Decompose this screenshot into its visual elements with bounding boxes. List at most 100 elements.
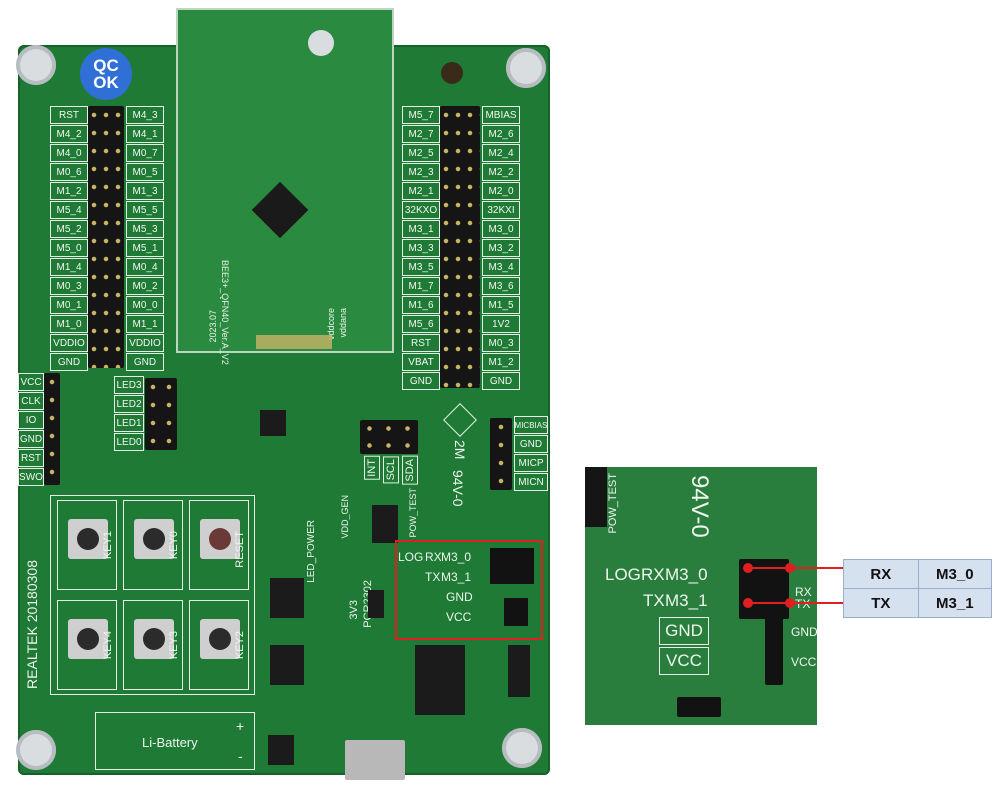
right-pin-label: M3_2 <box>482 239 520 257</box>
log-label: LOG <box>398 550 424 564</box>
mount-hole-top-right <box>506 48 546 88</box>
mount-hole-bottom-right <box>502 728 542 768</box>
right-pin-label: M2_2 <box>482 163 520 181</box>
gnd-label: GND <box>446 590 473 604</box>
left-pin-label: VDDIO <box>126 334 164 352</box>
right-pin-label: M1_6 <box>402 296 440 314</box>
left-pin-label: M5_3 <box>126 220 164 238</box>
right-pin-label: GND <box>482 372 520 390</box>
key-box: KEY4 <box>57 600 117 690</box>
rf-module: BEE3+_QFN40_Ver.A_V2 2023.07 vddcore vdd… <box>176 8 394 365</box>
uart-jumper <box>490 548 534 584</box>
soc-chip <box>251 181 309 239</box>
push-button[interactable] <box>134 519 174 559</box>
right-pin-label: M3_0 <box>482 220 520 238</box>
right-pin-label: M2_3 <box>402 163 440 181</box>
rx-label: RX <box>425 550 442 564</box>
left-pin-label: RST <box>50 106 88 124</box>
left-pin-label: M1_0 <box>50 315 88 333</box>
zoom-inset: POW_TEST 94V-0 LOG RX M3_0 TX M3_1 GND V… <box>585 467 817 725</box>
right-pin-label: M3_5 <box>402 258 440 276</box>
push-button[interactable] <box>68 519 108 559</box>
keys-area <box>50 495 255 695</box>
right-pin-label: M2_7 <box>402 125 440 143</box>
key-box: KEY2 <box>189 600 249 690</box>
right-pin-label: M2_0 <box>482 182 520 200</box>
right-pin-label: M3_1 <box>402 220 440 238</box>
push-button[interactable] <box>200 619 240 659</box>
right-header-pins <box>440 106 480 388</box>
key-label: KEY0 <box>168 531 180 560</box>
left-pin-label: M1_2 <box>50 182 88 200</box>
mic-pin-label: MICN <box>514 473 548 491</box>
mic-header-pins <box>490 418 512 490</box>
left-pin-label: GND <box>50 353 88 371</box>
right-pin-label: VBAT <box>402 353 440 371</box>
left-pin-label: M0_2 <box>126 277 164 295</box>
right-pin-label: M2_1 <box>402 182 440 200</box>
right-pin-label: M5_6 <box>402 315 440 333</box>
led-pin-label: LED1 <box>114 414 144 432</box>
swd-pin-label: SWO <box>18 468 44 486</box>
vcc-label: VCC <box>446 610 472 624</box>
zoom-vcc-box: VCC <box>659 647 709 675</box>
left-pin-label: M5_4 <box>50 201 88 219</box>
led-pin-label: LED2 <box>114 395 144 413</box>
hole-bottom-left-jack <box>441 62 463 84</box>
pcb-mark: 94V-0 <box>450 470 466 507</box>
left-pin-label: M4_1 <box>126 125 164 143</box>
right-pin-label: 32KXI <box>482 201 520 219</box>
swd-pin-label: IO <box>18 411 44 429</box>
audio-codec-ic <box>260 410 286 436</box>
left-header-pins <box>88 106 124 368</box>
left-pin-label: M5_5 <box>126 201 164 219</box>
zoom-gnd: GND <box>665 621 703 640</box>
push-button[interactable] <box>134 619 174 659</box>
usb-uart-ic <box>415 645 465 715</box>
swd-pin-label: RST <box>18 449 44 467</box>
left-pin-label: M1_1 <box>126 315 164 333</box>
mount-hole-top-left <box>16 45 56 85</box>
battery-switch <box>268 735 294 765</box>
right-pin-label: 32KXO <box>402 201 440 219</box>
uart-highlight-box <box>395 540 543 640</box>
right-pin-label: M1_7 <box>402 277 440 295</box>
left-pin-label: M4_0 <box>50 144 88 162</box>
tx-connection-line <box>748 602 817 604</box>
i2c-header-pins <box>360 420 418 454</box>
mic-pin-label: MICP <box>514 454 548 472</box>
left-pin-label: M5_1 <box>126 239 164 257</box>
zoom-pow-test: POW_TEST <box>607 473 619 534</box>
zoom-m3-0: M3_0 <box>665 565 708 584</box>
i2c-pin-label: SCL <box>383 456 399 484</box>
zoom-lower-header <box>765 615 783 685</box>
zoom-pcb-mark: 94V-0 <box>686 475 713 538</box>
i2c-pin-label: INT <box>364 456 380 480</box>
push-button[interactable] <box>68 619 108 659</box>
right-pin-label: M3_3 <box>402 239 440 257</box>
rx-leader-line <box>817 567 845 569</box>
key-box: KEY3 <box>123 600 183 690</box>
right-pin-label: MBIAS <box>482 106 520 124</box>
zoom-side-tx: TX <box>795 597 811 611</box>
qc-text: QC <box>93 56 119 75</box>
mapping-row-rx: RX M3_0 <box>843 559 992 589</box>
mapping-signal: RX <box>843 559 919 589</box>
two-m-label: 2M <box>452 440 468 460</box>
right-pin-label: M3_4 <box>482 258 520 276</box>
push-button[interactable] <box>200 519 240 559</box>
left-pin-label: M5_0 <box>50 239 88 257</box>
key-label: KEY4 <box>102 631 114 660</box>
swd-header-pins <box>44 373 60 485</box>
swd-pin-label: VCC <box>18 373 44 391</box>
key-box: KEY0 <box>123 500 183 590</box>
right-pin-label: GND <box>402 372 440 390</box>
m3-1-label: M3_1 <box>441 570 472 584</box>
micro-usb-connector <box>345 740 405 780</box>
led-pin-label: LED0 <box>114 433 144 451</box>
key-label: KEY3 <box>168 631 180 660</box>
right-pin-label: M1_2 <box>482 353 520 371</box>
left-pin-label: VDDIO <box>50 334 88 352</box>
zoom-bottom-ic <box>677 697 721 717</box>
